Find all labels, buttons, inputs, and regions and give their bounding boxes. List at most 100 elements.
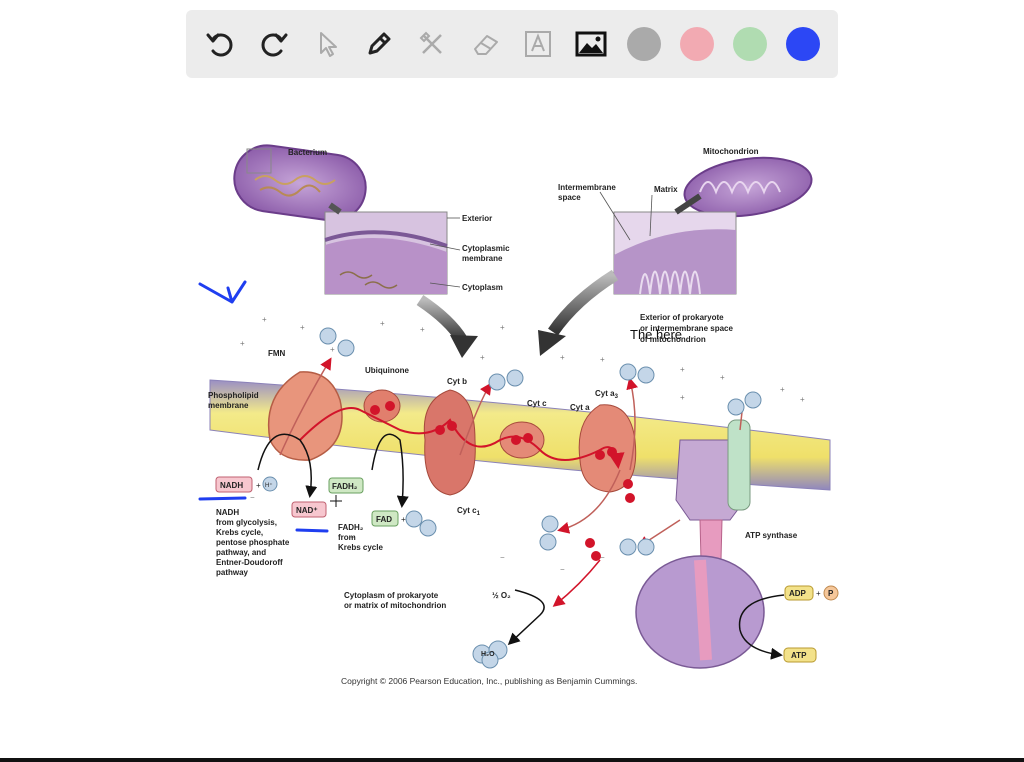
electron-path [299, 407, 625, 469]
fadh2-source-list: FADH₂ from Krebs cycle [338, 523, 383, 552]
tools-icon[interactable] [414, 27, 450, 61]
label-exterior: Exterior [462, 214, 492, 223]
handwritten-note: The here [630, 327, 682, 342]
bacterium-zoom [324, 211, 461, 295]
svg-text:−: − [560, 565, 565, 574]
zoom-arrow-right [548, 269, 619, 336]
nadh-source-list: NADH from glycolysis, Krebs cycle, pento… [216, 508, 290, 577]
svg-text:from glycolysis,: from glycolysis, [216, 518, 277, 527]
pen-icon[interactable] [361, 27, 397, 61]
label-atp: ATP [791, 651, 807, 660]
charge-signs: +++++ +++++ +++++ −−−−− [240, 315, 805, 574]
svg-text:+: + [680, 365, 685, 374]
undo-icon[interactable] [203, 27, 239, 61]
label-h-plus: H⁺ [265, 482, 273, 489]
bottom-divider [0, 758, 1024, 762]
pointer-icon[interactable] [309, 27, 345, 61]
label-cyt-b: Cyt b [447, 377, 467, 386]
label-exterior-prokaryote-3: of mitochondrion [640, 335, 706, 344]
label-h2o: H₂O [481, 651, 495, 658]
drawing-toolbar [186, 10, 838, 78]
svg-text:+: + [720, 373, 725, 382]
svg-text:+: + [330, 345, 335, 354]
label-exterior-prokaryote-2: or intermembrane space [640, 324, 733, 333]
blue-underline-nadh [198, 496, 247, 501]
image-icon[interactable] [573, 27, 609, 61]
eraser-icon[interactable] [468, 27, 504, 61]
label-half-o2: ½ O₂ [492, 591, 511, 600]
label-intermembrane-space: space [558, 193, 581, 202]
label-phosphate: P [828, 589, 834, 598]
label-cytoplasmic-membrane: Cytoplasmic [462, 244, 510, 253]
fad-box [371, 510, 399, 527]
color-blue-swatch[interactable] [786, 27, 820, 61]
svg-text:NADH: NADH [216, 508, 239, 517]
redo-icon[interactable] [255, 27, 291, 61]
label-ubiquinone: Ubiquinone [365, 366, 410, 375]
svg-text:+: + [600, 355, 605, 364]
label-atp-synthase: ATP synthase [745, 531, 798, 540]
label-cyt-a3: Cyt a3 [595, 389, 619, 400]
label-adp: ADP [789, 589, 807, 598]
nad-plus-box [291, 501, 327, 518]
svg-text:+: + [480, 353, 485, 362]
mitochondrion-illustration [683, 156, 813, 218]
atp-synthase [635, 419, 765, 669]
svg-text:+: + [780, 385, 785, 394]
fadh2-box [328, 477, 364, 494]
complex-cyt-c [499, 421, 545, 459]
svg-text:FADH₂: FADH₂ [338, 523, 364, 532]
text-icon[interactable] [520, 27, 556, 61]
svg-text:+: + [500, 323, 505, 332]
label-exterior-prokaryote: Exterior of prokaryote [640, 313, 724, 322]
svg-text:+: + [560, 353, 565, 362]
nadh-box [215, 476, 253, 493]
svg-text:−: − [600, 553, 605, 562]
svg-text:+: + [800, 395, 805, 404]
water-molecule [472, 640, 508, 669]
color-green-swatch[interactable] [733, 27, 767, 61]
svg-text:+: + [420, 325, 425, 334]
label-phospholipid: Phospholipid [208, 391, 259, 400]
label-plus-3: + [816, 589, 821, 598]
label-fmn: FMN [268, 349, 286, 358]
label-fad: FAD [376, 515, 392, 524]
electrons [370, 401, 635, 561]
label-cyt-c: Cyt c [527, 399, 547, 408]
blue-underline-nad [295, 528, 329, 533]
blue-check-annotation [198, 280, 247, 304]
label-nad-plus: NAD⁺ [296, 506, 318, 515]
mitochondrion-zoom [599, 191, 737, 295]
label-cyt-a: Cyt a [570, 403, 590, 412]
label-nadh: NADH [220, 481, 243, 490]
svg-text:Entner-Doudoroff: Entner-Doudoroff [216, 558, 283, 567]
svg-text:+: + [380, 319, 385, 328]
color-gray-swatch[interactable] [627, 27, 661, 61]
label-phospholipid-membrane: membrane [208, 401, 249, 410]
svg-text:+: + [262, 315, 267, 324]
label-cytoplasm: Cytoplasm [462, 283, 503, 292]
svg-text:−: − [250, 493, 255, 502]
svg-text:−: − [350, 533, 355, 542]
color-pink-swatch[interactable] [680, 27, 714, 61]
svg-text:pentose phosphate: pentose phosphate [216, 538, 290, 547]
label-plus-2: + [401, 515, 406, 524]
svg-text:from: from [338, 533, 356, 542]
label-intermembrane: Intermembrane [558, 183, 616, 192]
label-matrix: Matrix [654, 185, 678, 194]
crosshair-cursor [330, 495, 342, 507]
label-cytoplasm-prokaryote: Cytoplasm of prokaryote [344, 591, 439, 600]
label-mitochondrion: Mitochondrion [703, 147, 759, 156]
svg-text:pathway, and: pathway, and [216, 548, 266, 557]
adp-box [784, 585, 814, 601]
label-cyt-c1: Cyt c1 [457, 506, 481, 517]
label-bacterium: Bacterium [288, 148, 327, 157]
label-fadh2: FADH₂ [332, 482, 358, 491]
label-matrix-mitochondrion: or matrix of mitochondrion [344, 601, 446, 610]
label-cytoplasmic-membrane-2: membrane [462, 254, 503, 263]
svg-text:+: + [680, 393, 685, 402]
zoom-arrow-left [416, 295, 468, 344]
svg-text:pathway: pathway [216, 568, 249, 577]
complex-cyt-b [423, 389, 476, 496]
